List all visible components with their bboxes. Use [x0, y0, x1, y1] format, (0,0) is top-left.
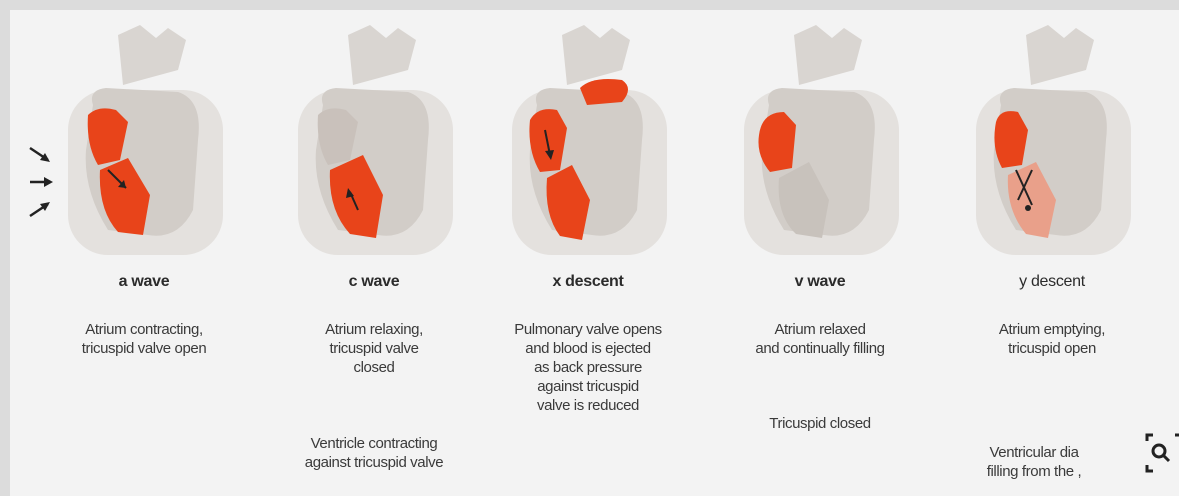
panel-title: x descent — [472, 273, 704, 291]
panel-title: v wave — [704, 273, 936, 291]
heart-x-descent-illustration — [472, 10, 704, 265]
panel-a-wave: a wave Atrium contracting, tricuspid val… — [28, 10, 260, 496]
heart-v-wave-illustration — [704, 10, 936, 265]
zoom-button[interactable] — [1141, 431, 1179, 475]
panel-note: Tricuspid closed — [704, 414, 936, 433]
panel-x-descent: x descent Pulmonary valve opens and bloo… — [472, 10, 704, 496]
diagram-frame: a wave Atrium contracting, tricuspid val… — [10, 10, 1179, 496]
panel-description: Atrium relaxed and continually filling — [704, 320, 936, 358]
heart-a-wave-illustration — [28, 10, 260, 265]
panel-description: Atrium emptying, tricuspid open — [936, 320, 1168, 358]
panel-description: Pulmonary valve opens and blood is eject… — [472, 320, 704, 415]
zoom-search-icon — [1141, 431, 1179, 475]
panel-description: Atrium contracting, tricuspid valve open — [28, 320, 260, 358]
pulmonary-artery-highlight — [580, 79, 628, 105]
panel-title: c wave — [258, 273, 490, 291]
panel-title: y descent — [936, 273, 1168, 291]
panel-note: Ventricular dia filling from the , — [918, 443, 1150, 481]
panel-title: a wave — [28, 273, 260, 291]
heart-y-descent-illustration — [936, 10, 1168, 265]
panel-note: Ventricle contracting against tricuspid … — [258, 434, 490, 472]
panel-v-wave: v wave Atrium relaxed and continually fi… — [704, 10, 936, 496]
panel-y-descent: y descent Atrium emptying, tricuspid ope… — [936, 10, 1168, 496]
great-vessels — [118, 25, 186, 85]
right-atrium-highlight — [758, 112, 796, 172]
panel-c-wave: c wave Atrium relaxing, tricuspid valve … — [258, 10, 490, 496]
heart-c-wave-illustration — [258, 10, 490, 265]
panel-description: Atrium relaxing, tricuspid valve closed — [258, 320, 490, 377]
